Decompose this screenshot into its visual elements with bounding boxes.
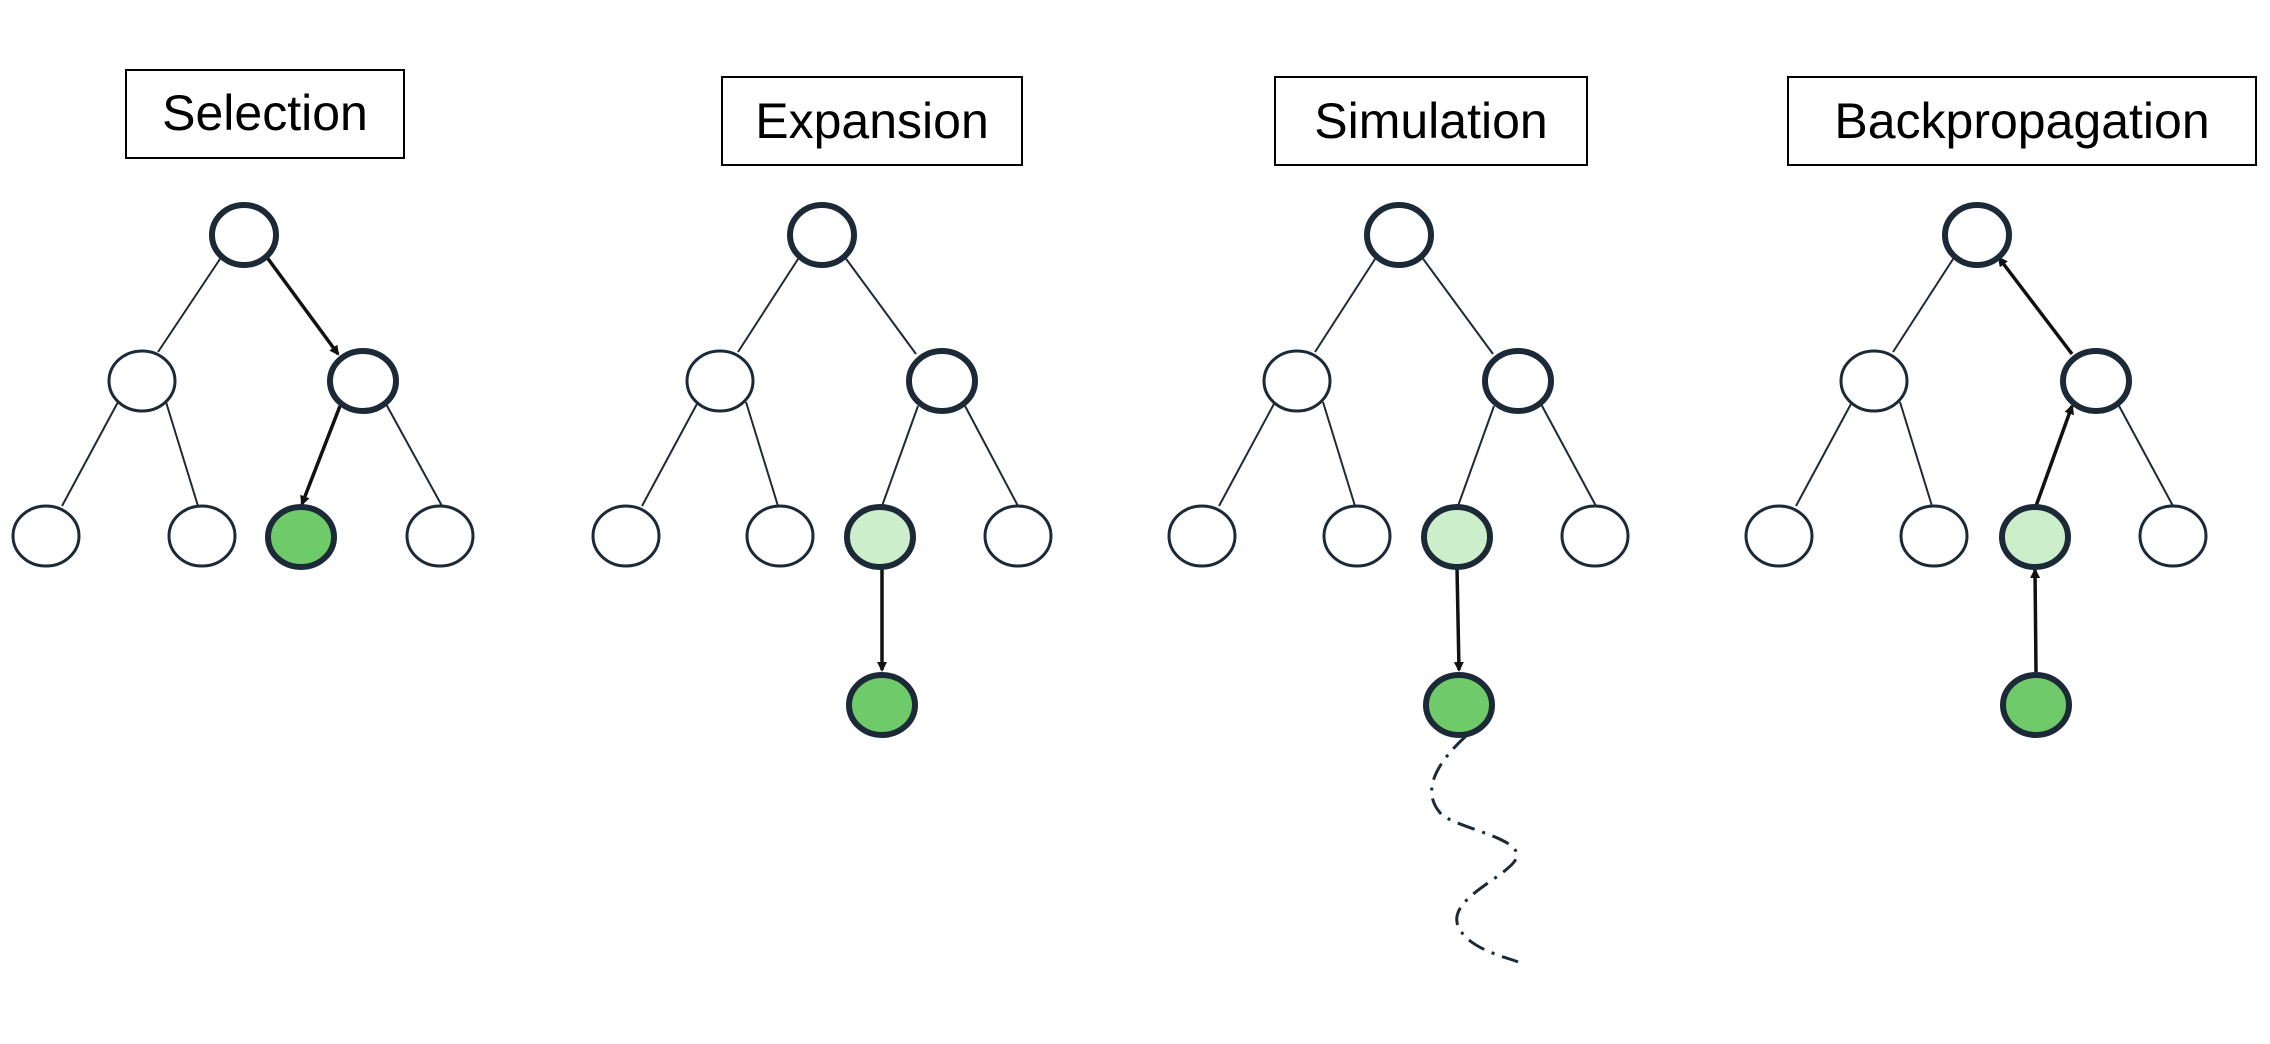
tree-node-right — [1482, 348, 1554, 414]
backpropagation-label: Backpropagation — [1787, 76, 2257, 166]
selected-leaf-node — [844, 504, 916, 570]
edge-left-leftleaf — [61, 401, 119, 507]
tree-leaf-4 — [405, 504, 475, 568]
simulation-arrow — [1453, 567, 1464, 672]
tree-leaf-1 — [591, 504, 661, 568]
expansion-label: Expansion — [721, 76, 1023, 166]
svg-text:Selection: Selection — [162, 85, 368, 141]
phase-expansion: Expansion — [591, 76, 1053, 738]
edge-left-leftleaf — [1218, 401, 1276, 507]
expanded-new-node — [846, 672, 918, 738]
selection-arrow-right-leaf — [300, 405, 342, 506]
edge-right-rightleaf — [385, 403, 443, 507]
selection-arrow-root-right — [264, 254, 340, 356]
tree-leaf-1 — [1167, 504, 1237, 568]
tree-root-node — [209, 202, 279, 268]
tree-node-right — [2060, 348, 2132, 414]
svg-text:Expansion: Expansion — [755, 93, 989, 149]
tree-node-right — [327, 348, 399, 414]
selected-leaf-node — [1421, 504, 1493, 570]
edge-right-leftleaf — [881, 405, 919, 507]
backprop-arrow-to-right — [2034, 404, 2074, 507]
selection-label: Selection — [125, 69, 405, 159]
tree-leaf-2 — [1322, 504, 1392, 568]
edge-root-right — [1420, 255, 1494, 355]
tree-leaf-2 — [745, 504, 815, 568]
tree-leaf-2 — [1899, 504, 1969, 568]
svg-text:Simulation: Simulation — [1314, 93, 1547, 149]
tree-root-node — [1364, 202, 1434, 268]
selected-leaf-node — [265, 504, 337, 570]
edge-root-left — [157, 255, 223, 353]
edge-left-rightleaf — [1899, 401, 1933, 507]
tree-node-left — [685, 349, 755, 413]
edge-right-rightleaf — [1540, 403, 1597, 507]
simulation-rollout-path — [1430, 734, 1519, 964]
backprop-arrow-to-root — [1997, 256, 2074, 356]
edge-right-rightleaf — [963, 403, 1019, 507]
tree-root-node — [787, 202, 857, 268]
phase-simulation: Simulation — [1167, 76, 1630, 964]
simulation-label: Simulation — [1274, 76, 1588, 166]
phase-selection: Selection — [11, 69, 475, 570]
tree-leaf-2 — [167, 504, 237, 568]
backprop-source-node — [2000, 672, 2072, 738]
tree-leaf-1 — [1744, 504, 1814, 568]
tree-node-right — [906, 348, 978, 414]
edge-left-rightleaf — [1322, 401, 1356, 507]
tree-node-left — [1262, 349, 1332, 413]
tree-leaf-4 — [1560, 504, 1630, 568]
tree-node-left — [1839, 349, 1909, 413]
edge-root-right — [843, 255, 917, 355]
simulation-start-node — [1423, 672, 1495, 738]
phase-backpropagation: Backpropagation — [1744, 76, 2257, 738]
edge-left-rightleaf — [745, 401, 779, 507]
edge-root-left — [737, 255, 801, 353]
edge-left-leftleaf — [641, 401, 699, 507]
edge-right-rightleaf — [2117, 403, 2174, 507]
edge-left-leftleaf — [1795, 401, 1853, 507]
backprop-arrow-to-leaf — [2030, 568, 2041, 673]
tree-leaf-4 — [2138, 504, 2208, 568]
tree-root-node — [1942, 202, 2012, 268]
tree-leaf-4 — [983, 504, 1053, 568]
edge-right-leftleaf — [1457, 405, 1495, 507]
tree-leaf-1 — [11, 504, 81, 568]
edge-root-left — [1314, 255, 1378, 353]
edge-left-rightleaf — [165, 401, 199, 507]
edge-root-left — [1892, 255, 1956, 353]
tree-node-left — [107, 349, 177, 413]
svg-text:Backpropagation: Backpropagation — [1834, 93, 2209, 149]
selected-leaf-node — [1999, 504, 2071, 570]
